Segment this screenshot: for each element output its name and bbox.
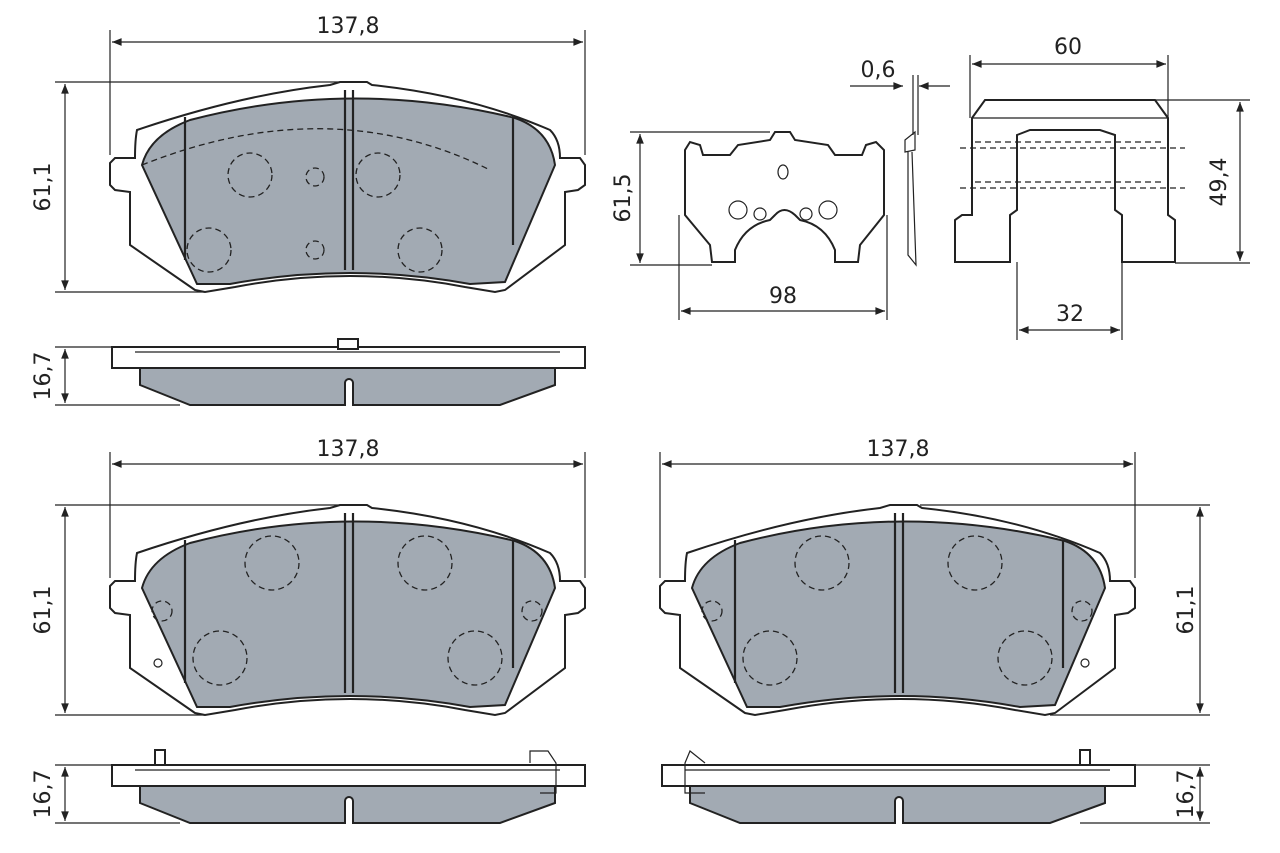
pad-1-front-view: [108, 80, 587, 294]
pad-2-front-view: [108, 503, 587, 717]
pad-2-side-view: [111, 749, 586, 824]
pad-3-height-label: 61,1: [1174, 586, 1199, 635]
clip-thickness-label: 0,6: [861, 58, 896, 83]
pad-2-width-label: 137,8: [317, 437, 380, 462]
pad-3-side-view: [661, 749, 1136, 824]
clip-inner-width-label: 32: [1056, 302, 1084, 327]
pad-3-width-label: 137,8: [867, 437, 930, 462]
pad-1-height-label: 61,1: [31, 163, 56, 212]
clip-width-label: 98: [769, 284, 797, 309]
pad-1-width-label: 137,8: [317, 14, 380, 39]
spring-clip-edge-view: [904, 130, 917, 267]
clip-side-height-label: 49,4: [1207, 158, 1232, 207]
spring-clip-side-view: [954, 99, 1185, 263]
clip-side-width-label: 60: [1054, 35, 1082, 60]
pad-2-height-label: 61,1: [31, 586, 56, 635]
clip-height-label: 61,5: [611, 174, 636, 223]
spring-clip-front-view: [684, 131, 885, 263]
pad-2-thickness-label: 16,7: [31, 770, 56, 819]
dimension-lines: [55, 30, 1250, 824]
pad-3-thickness-label: 16,7: [1174, 770, 1199, 819]
pad-1-side-view: [111, 338, 586, 406]
pad-3-front-view: [658, 503, 1137, 717]
pad-1-thickness-label: 16,7: [31, 352, 56, 401]
